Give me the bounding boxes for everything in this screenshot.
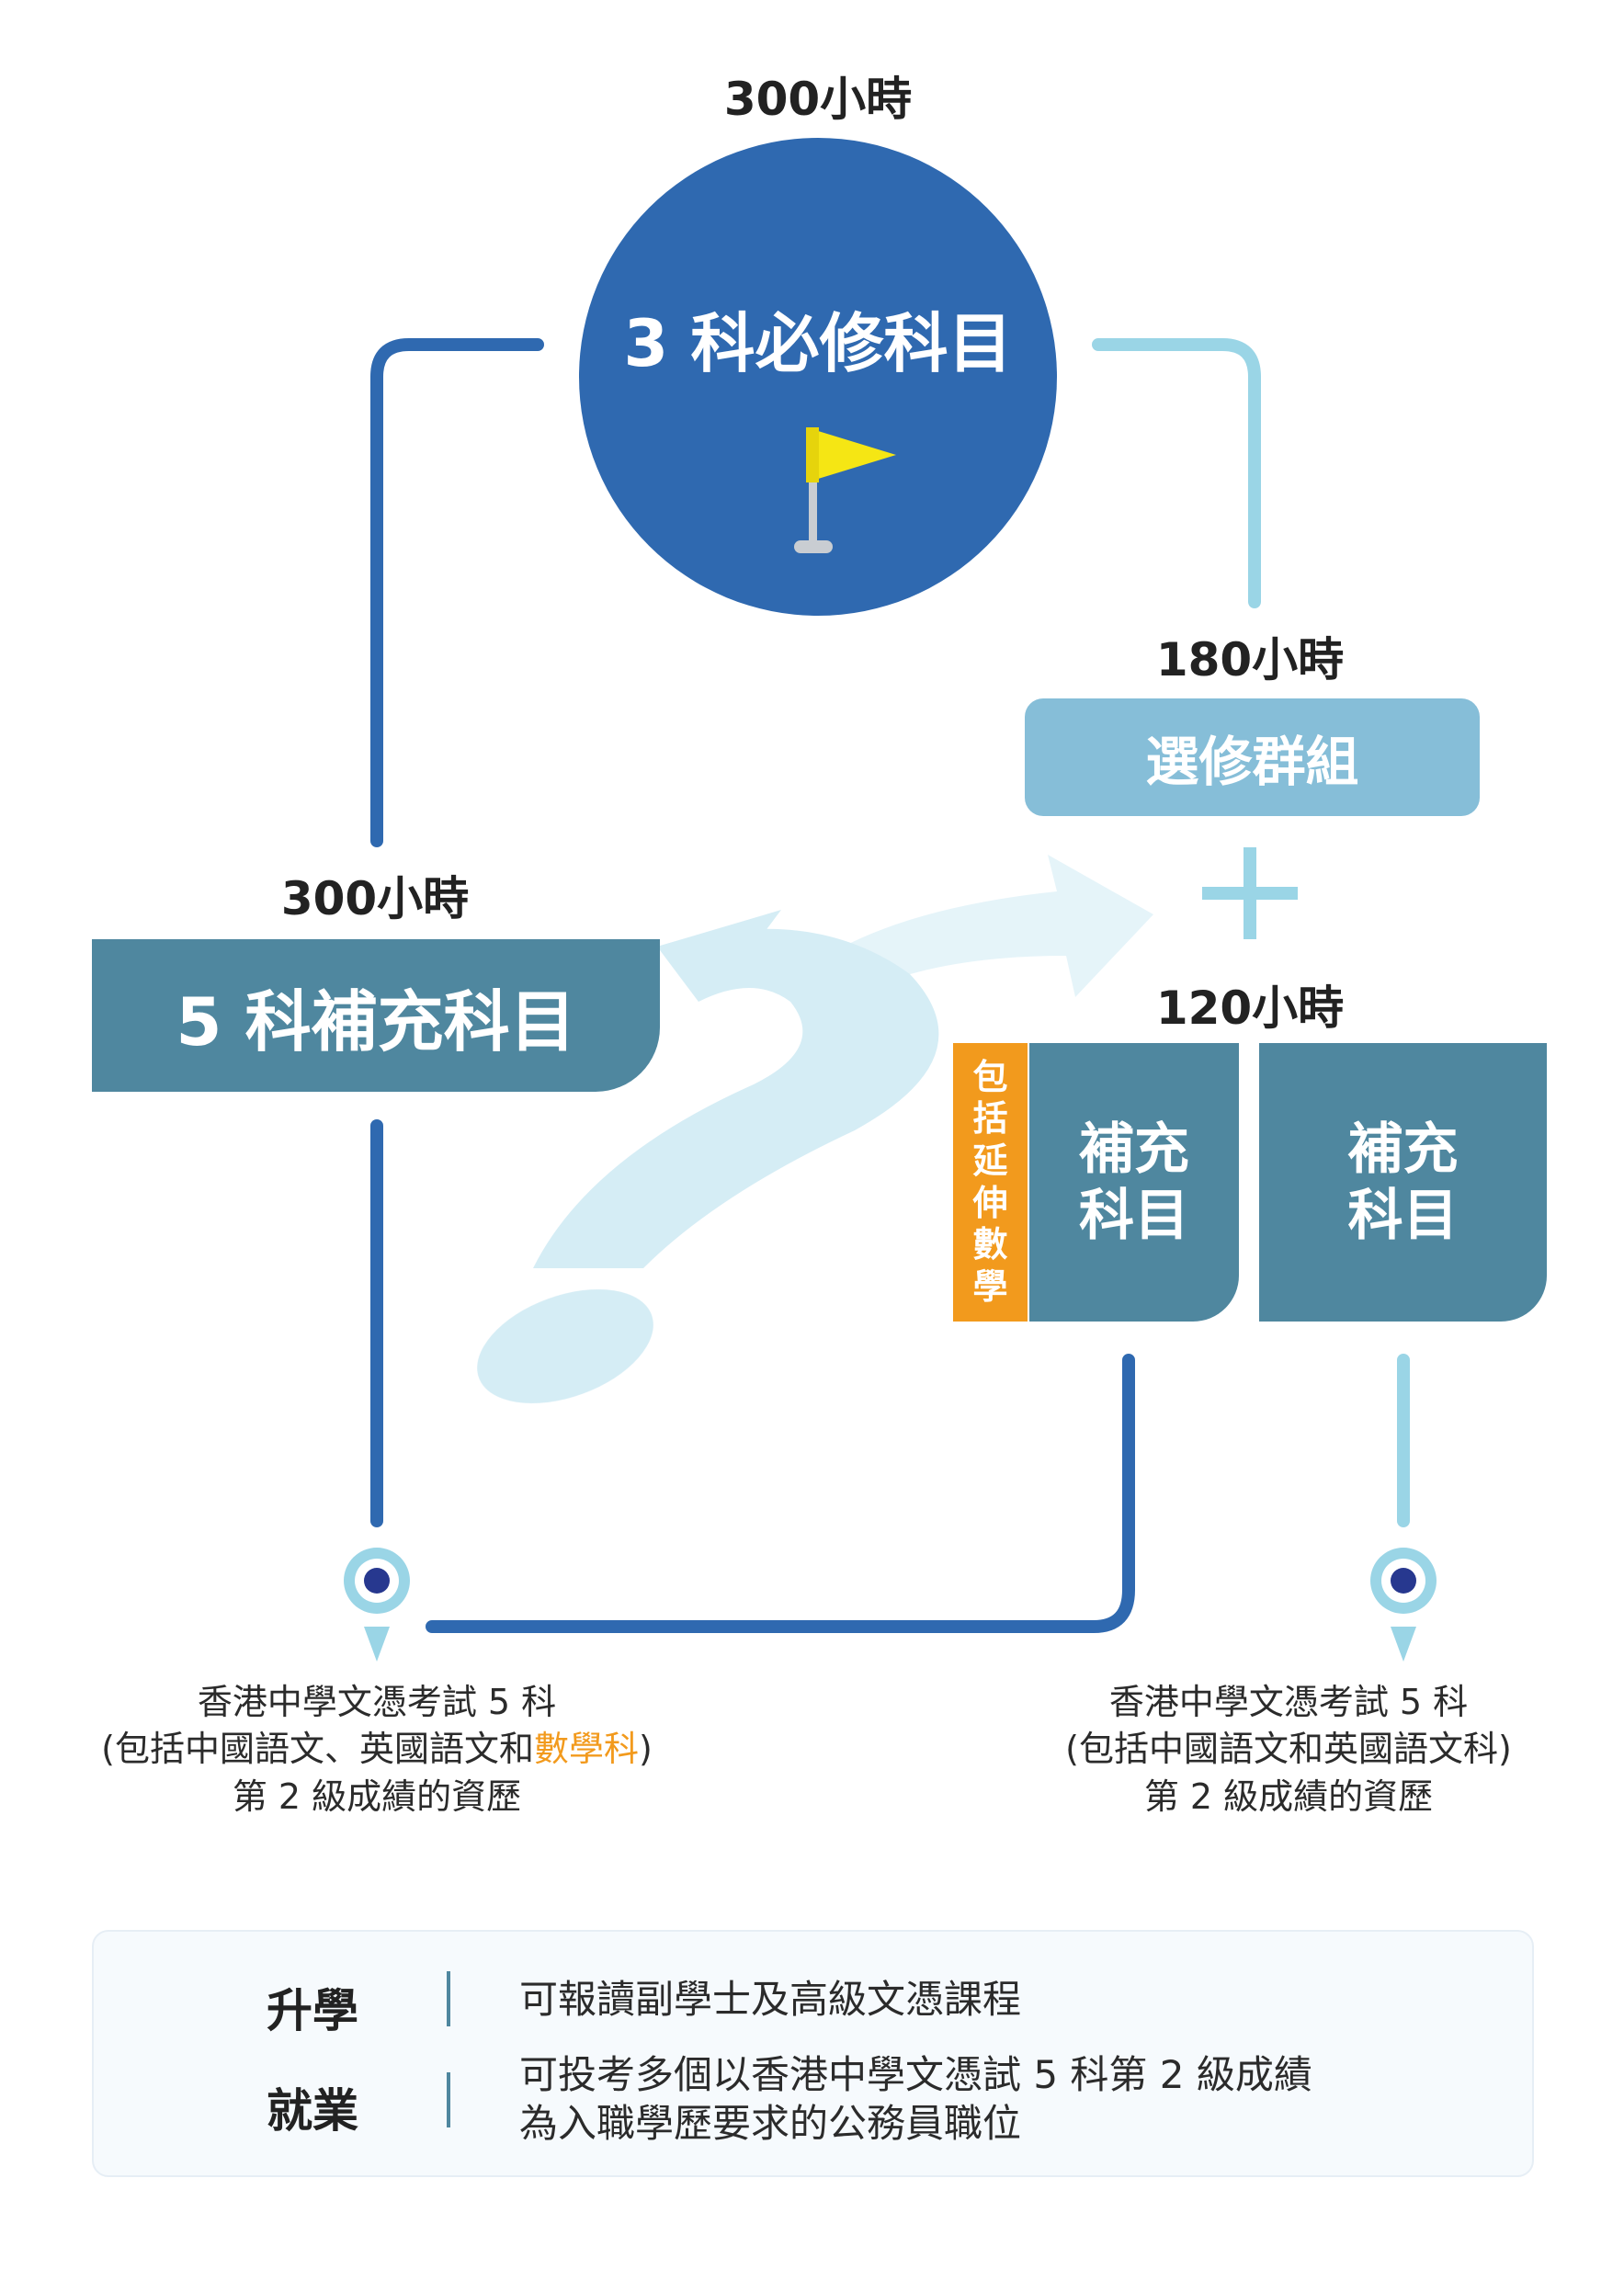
supp-box-2-line2: 科目 xyxy=(1347,1183,1459,1248)
tab-char: 學 xyxy=(972,1265,1008,1307)
right-result-line2: (包括中國語文和英國語文科) xyxy=(1065,1729,1512,1770)
line-top-left xyxy=(370,338,544,847)
left-result-line2: (包括中國語文、英國語文和數學科) xyxy=(37,1726,717,1773)
supp-box-2-line1: 補充 xyxy=(1347,1117,1459,1182)
tab-char: 數 xyxy=(972,1224,1008,1265)
right-result-line1: 香港中學文憑考試 5 科 xyxy=(1108,1682,1469,1722)
right-location-pin-icon xyxy=(1370,1548,1437,1662)
core-circle xyxy=(579,138,1057,616)
employment-desc-line2: 為入職學歷要求的公務員職位 xyxy=(519,2100,1022,2146)
question-arrow-decoration xyxy=(477,855,1153,1403)
divider xyxy=(447,1971,450,2026)
left-location-pin-icon xyxy=(344,1548,410,1662)
left-result-line2-post: ) xyxy=(639,1729,653,1770)
left-result-text: 香港中學文憑考試 5 科 (包括中國語文、英國語文和數學科) 第 2 級成績的資… xyxy=(37,1679,717,1821)
employment-desc-line1: 可投考多個以香港中學文憑試 5 科第 2 級成績 xyxy=(519,2052,1312,2097)
left-result-line1: 香港中學文憑考試 5 科 xyxy=(197,1682,557,1722)
flag-icon xyxy=(794,427,896,553)
line-top-right xyxy=(1092,338,1261,608)
five-supp-subjects-box: 5 科補充科目 xyxy=(92,939,660,1092)
left-result-line2-pre: (包括中國語文、英國語文和 xyxy=(101,1729,534,1770)
right-result-line3: 第 2 級成績的資歷 xyxy=(1143,1775,1434,1817)
left-hours: 300小時 xyxy=(280,872,470,925)
plus-icon xyxy=(1202,847,1298,939)
extended-math-tab: 包 括 延 伸 數 學 xyxy=(953,1043,1028,1322)
elective-hours: 180小時 xyxy=(1155,633,1345,686)
line-supp-to-left xyxy=(426,1354,1135,1633)
core-title: 3 科必修科目 xyxy=(623,306,1013,381)
further-study-desc: 可報讀副學士及高級文憑課程 xyxy=(519,1977,1022,2022)
tab-char: 延 xyxy=(972,1140,1008,1181)
supp-hours: 120小時 xyxy=(1155,981,1345,1035)
elective-group-box: 選修群組 xyxy=(1025,698,1480,816)
right-result-text: 香港中學文憑考試 5 科 (包括中國語文和英國語文科) 第 2 級成績的資歷 xyxy=(971,1679,1606,1821)
supp-subject-box-1: 補充 科目 xyxy=(1029,1043,1239,1322)
tab-char: 括 xyxy=(972,1098,1008,1140)
left-result-line3: 第 2 級成績的資歷 xyxy=(232,1775,522,1817)
supp-subject-box-2: 補充 科目 xyxy=(1259,1043,1547,1322)
employment-label: 就業 xyxy=(267,2084,358,2138)
further-study-label: 升學 xyxy=(267,1984,358,2037)
divider xyxy=(447,2072,450,2127)
employment-desc: 可投考多個以香港中學文憑試 5 科第 2 級成績 為入職學歷要求的公務員職位 xyxy=(519,2051,1312,2148)
core-hours: 300小時 xyxy=(723,73,913,126)
supp-box-1-line2: 科目 xyxy=(1079,1183,1189,1248)
outcome-panel xyxy=(92,1930,1534,2177)
tab-char: 伸 xyxy=(972,1182,1008,1223)
left-result-math-highlight: 數學科 xyxy=(533,1729,639,1770)
tab-char: 包 xyxy=(972,1056,1008,1097)
supp-box-1-line1: 補充 xyxy=(1079,1117,1189,1182)
